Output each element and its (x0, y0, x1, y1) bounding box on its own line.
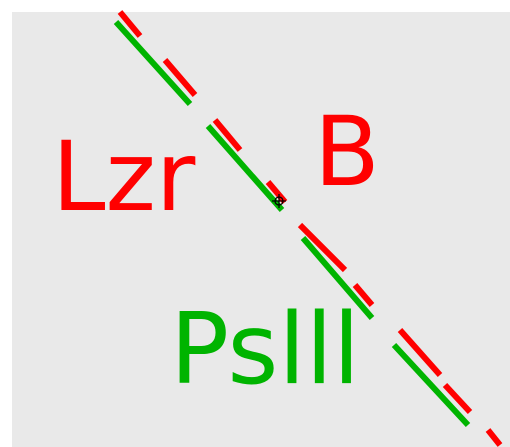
green-line[interactable] (113, 19, 471, 428)
red-dash-segment (297, 222, 348, 273)
green-line-segment (300, 236, 375, 320)
red-dash-segment (442, 382, 473, 415)
crosshair-cursor-icon (272, 194, 286, 208)
green-line-segment (391, 342, 471, 428)
red-dash-segment (397, 328, 443, 377)
green-line-segment (113, 19, 193, 107)
label-pslll[interactable]: Pslll (170, 293, 360, 407)
canvas-background (12, 12, 510, 447)
red-dash-segment (212, 118, 243, 152)
label-b[interactable]: B (314, 96, 380, 208)
red-dash-segment (162, 58, 198, 97)
red-dash-segment (485, 428, 503, 447)
red-dash-segment (352, 283, 375, 307)
green-line-segment (205, 124, 285, 212)
red-dash-segment (117, 10, 143, 38)
label-lzr[interactable]: Lzr (52, 121, 196, 233)
